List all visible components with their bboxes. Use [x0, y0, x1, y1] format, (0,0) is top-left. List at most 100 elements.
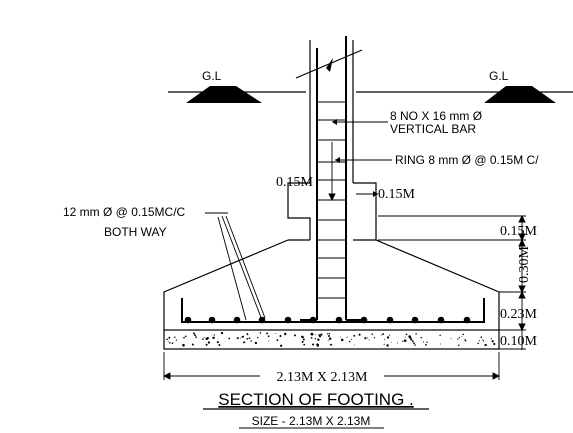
- pcc-speckle-dot: [316, 344, 319, 347]
- pcc-speckle-dot: [279, 344, 283, 347]
- pcc-speckle-dot: [206, 336, 209, 340]
- pcc-speckle-dot: [415, 333, 417, 335]
- pcc-bed: [163, 329, 500, 350]
- pcc-speckle-dot: [212, 336, 215, 340]
- pcc-speckle-dot: [412, 340, 414, 343]
- dim-label-0-23: 0.23M: [500, 307, 538, 322]
- pcc-speckle-dot: [267, 335, 270, 338]
- mesh-label-line2: BOTH WAY: [104, 225, 167, 239]
- pcc-speckle-dot: [184, 335, 187, 338]
- width-dimension-label: 2.13M X 2.13M: [276, 370, 368, 385]
- pcc-speckle-dot: [405, 333, 408, 336]
- pcc-speckle-dot: [216, 341, 219, 344]
- vertical-bar-label-line1: 8 NO X 16 mm Ø: [390, 109, 482, 123]
- pcc-speckle-dot: [348, 340, 351, 343]
- right-dimension-chain: [378, 214, 526, 350]
- pcc-speckle-pattern: [166, 331, 496, 347]
- pcc-speckle-dot: [354, 344, 356, 346]
- pcc-speckle-dot: [340, 338, 344, 342]
- column-offset-leader-right: [356, 191, 378, 197]
- dim-label-0-30: 0.30M: [517, 246, 532, 284]
- pcc-speckle-dot: [326, 333, 329, 335]
- pcc-speckle-dot: [167, 340, 169, 342]
- dim-label-0-15: 0.15M: [500, 224, 538, 239]
- pcc-speckle-dot: [490, 338, 492, 340]
- pcc-speckle-dot: [220, 331, 224, 335]
- pcc-speckle-dot: [329, 337, 332, 340]
- pcc-speckle-dot: [243, 341, 245, 343]
- column-rings: [317, 101, 346, 299]
- pcc-speckle-dot: [213, 334, 215, 336]
- ring-label: RING 8 mm Ø @ 0.15M C/: [395, 153, 539, 167]
- pcc-speckle-dot: [387, 336, 390, 339]
- pcc-speckle-dot: [195, 337, 197, 339]
- pcc-speckle-dot: [458, 336, 460, 339]
- pcc-speckle-dot: [439, 334, 441, 337]
- pcc-speckle-dot: [484, 343, 487, 347]
- pcc-speckle-dot: [294, 334, 296, 337]
- pedestal-outline-right: [353, 182, 377, 240]
- pcc-speckle-dot: [439, 343, 441, 345]
- pedestal-outline-left: [287, 182, 311, 240]
- pcc-speckle-dot: [257, 336, 259, 339]
- pcc-speckle-dot: [175, 339, 178, 341]
- pcc-speckle-dot: [301, 340, 304, 343]
- pcc-speckle-dot: [268, 340, 270, 342]
- pcc-speckle-dot: [397, 342, 399, 344]
- pcc-speckle-dot: [383, 338, 385, 340]
- pcc-speckle-dot: [168, 341, 171, 344]
- pcc-speckle-dot: [168, 336, 171, 339]
- pcc-speckle-dot: [310, 337, 313, 339]
- pcc-speckle-dot: [457, 338, 459, 340]
- pcc-speckle-dot: [480, 336, 483, 338]
- ground-hatch-right: [484, 86, 556, 103]
- pcc-speckle-dot: [314, 333, 316, 335]
- pcc-speckle-dot: [320, 333, 323, 336]
- ring-spacing-dim: [328, 142, 336, 202]
- pcc-speckle-dot: [371, 333, 374, 335]
- vertical-bar-leader: [332, 119, 388, 125]
- pcc-speckle-dot: [171, 342, 174, 344]
- pcc-speckle-dot: [405, 336, 406, 338]
- pcc-speckle-dot: [202, 338, 204, 340]
- pcc-speckle-dot: [248, 337, 251, 340]
- gl-label-left: G.L: [202, 69, 222, 83]
- pcc-speckle-dot: [413, 342, 415, 345]
- pcc-speckle-dot: [266, 332, 268, 335]
- pcc-speckle-dot: [236, 337, 239, 340]
- pcc-speckle-dot: [414, 344, 416, 346]
- footing-outline: [163, 239, 500, 330]
- pcc-speckle-dot: [390, 341, 392, 343]
- pcc-speckle-dot: [284, 332, 287, 336]
- pcc-speckle-dot: [205, 343, 208, 346]
- gl-label-right: G.L: [489, 69, 509, 83]
- pcc-speckle-dot: [276, 339, 279, 342]
- pcc-speckle-dot: [275, 332, 277, 334]
- pcc-speckle-dot: [464, 340, 467, 342]
- ground-hatch-left: [186, 86, 262, 103]
- pcc-speckle-dot: [450, 338, 452, 340]
- pcc-speckle-dot: [182, 343, 185, 347]
- pcc-speckle-dot: [302, 338, 305, 341]
- pcc-speckle-dot: [218, 344, 221, 346]
- pcc-speckle-dot: [303, 343, 306, 346]
- pcc-speckle-dot: [425, 344, 427, 346]
- pcc-speckle-dot: [194, 335, 196, 337]
- pcc-speckle-dot: [318, 335, 322, 338]
- column-break-symbol: [295, 49, 363, 79]
- pcc-speckle-dot: [166, 338, 168, 341]
- pcc-speckle-dot: [241, 335, 244, 338]
- dim-label-0-10: 0.10M: [500, 334, 538, 349]
- pcc-speckle-dot: [193, 333, 195, 335]
- pcc-speckle-dot: [301, 335, 304, 339]
- drawing-subtitle: SIZE - 2.13M X 2.13M: [252, 414, 371, 428]
- pcc-speckle-dot: [327, 335, 330, 337]
- pcc-speckle-dot: [410, 339, 413, 341]
- pcc-speckle-dot: [493, 342, 496, 346]
- pcc-speckle-dot: [211, 334, 213, 336]
- pcc-speckle-dot: [250, 340, 252, 342]
- bottom-mesh-bar: [181, 298, 485, 323]
- pcc-speckle-dot: [346, 336, 348, 338]
- pcc-speckle-dot: [477, 342, 479, 345]
